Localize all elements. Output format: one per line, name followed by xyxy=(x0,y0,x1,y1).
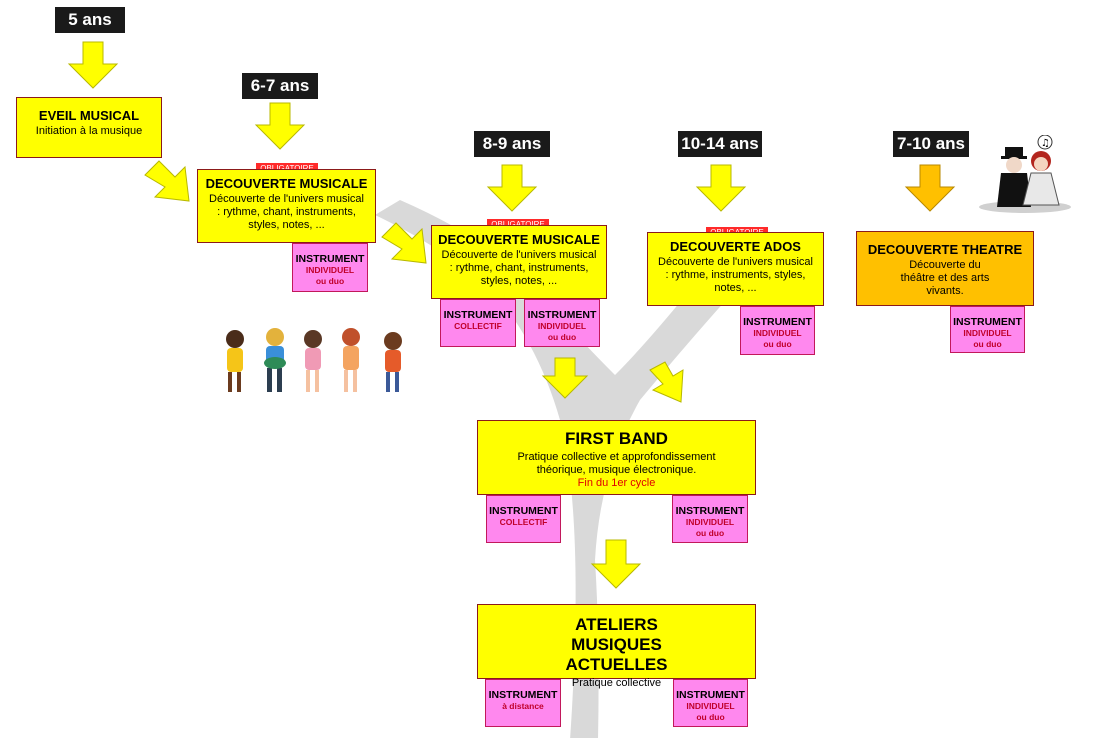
child-3 xyxy=(304,330,322,392)
ateliers-musiques-box: ATELIERS MUSIQUES ACTUELLES Pratique col… xyxy=(477,604,756,689)
instrument-label: INSTRUMENT xyxy=(743,316,812,328)
instrument-label: INSTRUMENT xyxy=(489,505,558,517)
instrument-type: INDIVIDUEL xyxy=(753,328,802,338)
instrument-box-4: INSTRUMENT INDIVIDUEL ou duo xyxy=(950,306,1025,353)
firstband-note: Fin du 1er cycle xyxy=(577,477,656,489)
arrow-down-89ans xyxy=(486,164,538,212)
child-1 xyxy=(226,330,244,392)
child-2 xyxy=(264,328,286,392)
instrument-label: INSTRUMENT xyxy=(676,689,745,701)
children-musicians-illustration xyxy=(226,328,402,392)
decouverte2-desc: Découverte de l'univers musical : rythme… xyxy=(441,249,597,287)
instrument-type: INDIVIDUEL xyxy=(305,265,355,275)
decouverte-theatre-box: DECOUVERTE THEATRE Découverte du théâtre… xyxy=(856,231,1034,306)
instrument-box-collectif-2: INSTRUMENT COLLECTIF xyxy=(486,495,561,543)
instrument-label: INSTRUMENT xyxy=(675,505,745,517)
instrument-box-3: INSTRUMENT INDIVIDUEL ou duo xyxy=(740,306,815,355)
arrow-diag-eveil xyxy=(144,160,190,202)
theatre-title: DECOUVERTE THEATRE xyxy=(867,242,1023,257)
instrument-note: ou duo xyxy=(973,339,1002,349)
obligatoire-badge-2: OBLIGATOIRE xyxy=(487,219,549,230)
arrow-to-ateliers xyxy=(590,539,642,589)
arrow-down-5ans xyxy=(67,41,119,89)
decouverte-musicale-box-1: DECOUVERTE MUSICALE Découverte de l'univ… xyxy=(197,169,376,243)
ados-title: DECOUVERTE ADOS xyxy=(670,239,801,254)
decouverte1-desc: Découverte de l'univers musical : rythme… xyxy=(209,193,364,231)
instrument-label: INSTRUMENT xyxy=(443,309,513,321)
instrument-type: COLLECTIF xyxy=(499,517,548,527)
firstband-desc: Pratique collective et approfondissement… xyxy=(517,451,716,476)
instrument-note: ou duo xyxy=(547,332,577,342)
instrument-label: INSTRUMENT xyxy=(527,309,597,321)
eveil-musical-box: EVEIL MUSICAL Initiation à la musique xyxy=(16,97,162,158)
instrument-type: à distance xyxy=(502,701,544,711)
instrument-box-collectif-1: INSTRUMENT COLLECTIF xyxy=(440,299,516,347)
instrument-note: ou duo xyxy=(315,276,345,286)
arrow-down-theatre xyxy=(904,164,956,212)
arrows xyxy=(67,41,956,589)
decouverte-musicale-box-2: DECOUVERTE MUSICALE Découverte de l'univ… xyxy=(431,225,607,299)
instrument-type: INDIVIDUEL xyxy=(686,701,735,711)
arrow-down-1014ans xyxy=(695,164,747,212)
phantom-character xyxy=(997,147,1031,207)
instrument-box-6: INSTRUMENT INDIVIDUEL ou duo xyxy=(673,679,748,727)
instrument-box-5: INSTRUMENT INDIVIDUEL ou duo xyxy=(672,495,748,543)
lady-character xyxy=(1022,151,1060,206)
svg-text:♫: ♫ xyxy=(1041,138,1050,149)
instrument-label: INSTRUMENT xyxy=(953,316,1022,328)
decouverte-ados-box: DECOUVERTE ADOS Découverte de l'univers … xyxy=(647,232,824,306)
arrow-diag-decouverte xyxy=(381,222,427,264)
theatre-desc: Découverte du théâtre et des arts vivant… xyxy=(900,259,990,297)
music-note-icon: ♫ xyxy=(1037,135,1053,150)
ateliers-title: ATELIERS MUSIQUES ACTUELLES xyxy=(565,615,668,674)
eveil-title: EVEIL MUSICAL xyxy=(38,108,140,123)
age-label-7-10: 7-10 ans xyxy=(893,131,969,157)
decouverte1-title: DECOUVERTE MUSICALE xyxy=(205,176,368,191)
age-label-10-14: 10-14 ans xyxy=(678,131,762,157)
decouverte2-title: DECOUVERTE MUSICALE xyxy=(438,232,600,247)
obligatoire-badge-1: OBLIGATOIRE xyxy=(256,163,318,174)
ados-desc: Découverte de l'univers musical : rythme… xyxy=(658,256,813,294)
instrument-box-1: INSTRUMENT INDIVIDUEL ou duo xyxy=(292,243,368,292)
arrow-to-firstband-right xyxy=(649,361,684,403)
child-4 xyxy=(342,328,360,392)
instrument-label: INSTRUMENT xyxy=(295,253,365,265)
firstband-title: FIRST BAND xyxy=(565,429,668,448)
instrument-note: ou duo xyxy=(696,712,725,722)
instrument-type: INDIVIDUEL xyxy=(537,321,587,331)
instrument-box-distance: INSTRUMENT à distance xyxy=(485,679,561,727)
instrument-label: INSTRUMENT xyxy=(488,689,558,701)
instrument-type: INDIVIDUEL xyxy=(685,517,735,527)
arrow-down-67ans xyxy=(254,102,306,150)
instrument-note: ou duo xyxy=(695,528,725,538)
eveil-desc: Initiation à la musique xyxy=(35,125,143,137)
first-band-box: FIRST BAND Pratique collective et approf… xyxy=(477,420,756,495)
age-label-6-7: 6-7 ans xyxy=(242,73,318,99)
instrument-type: INDIVIDUEL xyxy=(963,328,1012,338)
theatre-characters-illustration: ♫ xyxy=(979,135,1071,213)
child-5 xyxy=(384,332,402,392)
instrument-note: ou duo xyxy=(763,339,792,349)
instrument-type: COLLECTIF xyxy=(454,321,502,331)
instrument-box-2: INSTRUMENT INDIVIDUEL ou duo xyxy=(524,299,600,347)
age-label-8-9: 8-9 ans xyxy=(474,131,550,157)
age-label-5: 5 ans xyxy=(55,7,125,33)
ateliers-desc: Pratique collective xyxy=(571,677,662,689)
arrow-to-firstband-left xyxy=(541,357,589,399)
